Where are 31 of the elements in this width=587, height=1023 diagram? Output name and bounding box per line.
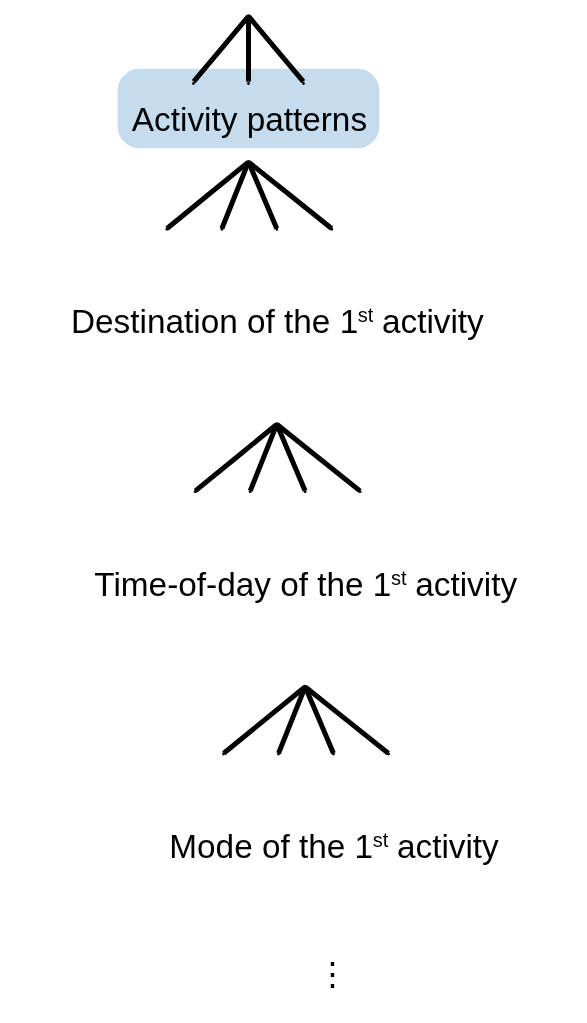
connector	[246, 14, 306, 84]
node-point	[275, 227, 279, 231]
label: ⋮	[316, 956, 349, 994]
connector	[246, 16, 251, 82]
label: Destination of the 1$^{st}$ activity	[71, 303, 484, 341]
connector	[191, 14, 251, 84]
node-point	[303, 490, 307, 494]
node-point	[247, 14, 250, 18]
node-point	[358, 490, 362, 494]
node-point	[222, 752, 225, 756]
node-point	[332, 752, 335, 756]
connector	[246, 161, 280, 230]
node-point	[193, 490, 197, 494]
node-point	[247, 82, 250, 85]
node-point	[220, 227, 224, 231]
node-point	[330, 227, 334, 231]
label: Time-of-day of the 1$^{st}$ activity	[94, 565, 518, 603]
node-point	[277, 752, 280, 756]
connector	[165, 160, 250, 231]
node-point	[387, 752, 390, 756]
node-point	[165, 227, 169, 231]
node-point	[275, 422, 279, 426]
node-point	[303, 684, 307, 688]
node-point	[302, 82, 305, 85]
connector	[219, 161, 251, 230]
node-point	[192, 82, 195, 85]
node-point	[247, 159, 250, 163]
label: Mode of the 1$^{st}$ activity	[169, 827, 499, 865]
connector	[247, 160, 334, 231]
cluster: Activity patterns	[117, 68, 380, 149]
node-point	[248, 490, 252, 494]
